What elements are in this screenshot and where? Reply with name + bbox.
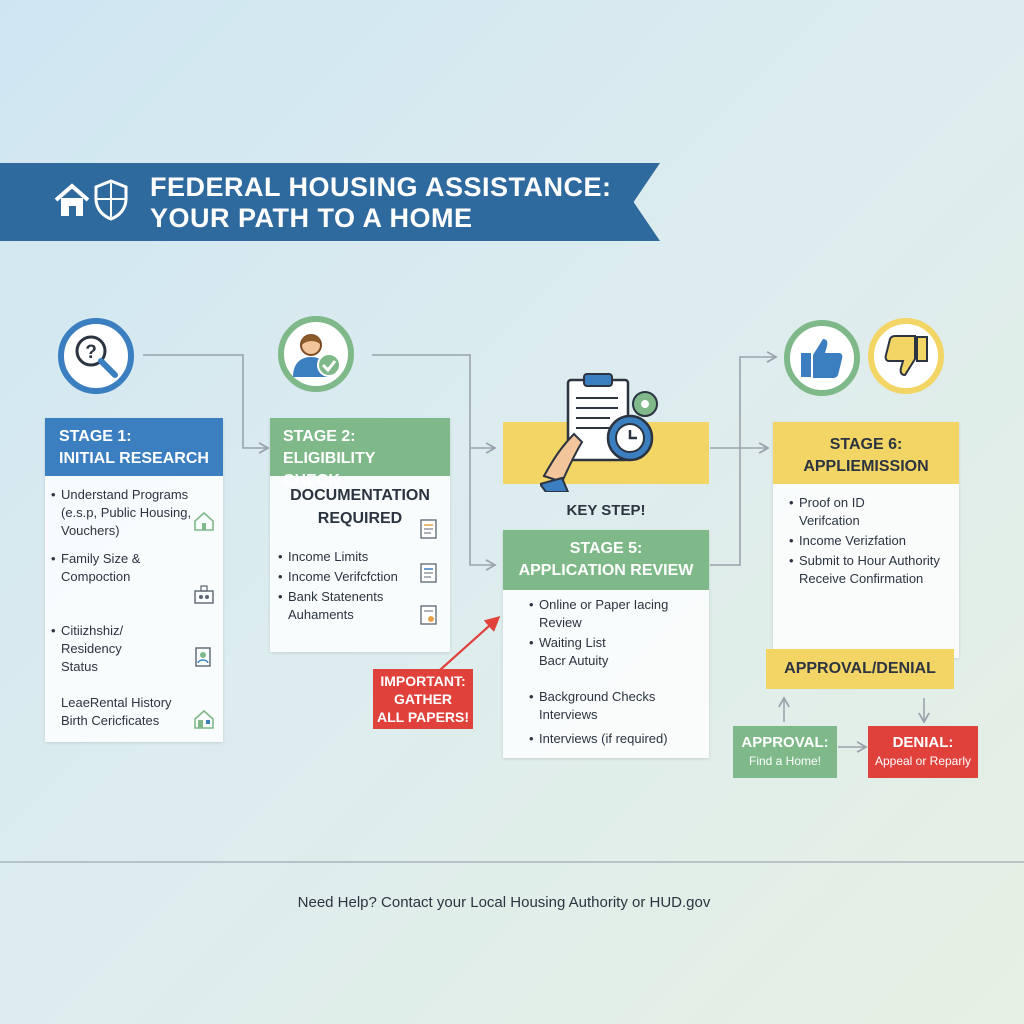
documentation-heading: DOCUMENTATION REQUIRED	[290, 487, 430, 527]
connector-5-6	[710, 351, 778, 566]
stage-2-label: STAGE 2: ELIGIBILITY	[283, 428, 376, 467]
stage-2-header: STAGE 2: ELIGIBILITY CHECK	[270, 418, 450, 489]
important-callout: IMPORTANT: GATHER ALL PAPERS!	[373, 669, 473, 729]
stage-5-label: STAGE 5:	[569, 540, 643, 557]
connector-2-keystep	[372, 354, 497, 454]
stage-2-item: •Income Verifcfction	[278, 569, 398, 584]
denial-box: DENIAL: Appeal or Reparly	[868, 726, 978, 778]
thumbs-down-circle	[868, 318, 944, 394]
magnifier-question-icon: ?	[75, 335, 118, 378]
thumbs-up-circle	[784, 320, 860, 396]
person-check-icon	[293, 334, 341, 377]
stage-1-item: • Understand Programs (e.s.p, Public Hou…	[51, 487, 192, 538]
stage-2-name: CHECK	[283, 472, 340, 489]
document-mini-icon	[420, 563, 437, 583]
footer-help-text: Need Help? Contact your Local Housing Au…	[297, 894, 711, 911]
stage-5-name: APPLICATION REVIEW	[518, 562, 694, 579]
stage-5-card: STAGE 5: APPLICATION REVIEW •Online or P…	[503, 530, 709, 758]
family-mini-icon	[194, 585, 214, 604]
rental-house-mini-icon	[194, 709, 214, 729]
thumbs-up-icon	[801, 339, 843, 378]
key-step-label: KEY STEP!	[566, 502, 646, 519]
clipboard-clock-gear-icon	[540, 373, 658, 492]
page-title: FEDERAL HOUSING ASSISTANCE: YOUR PATH TO…	[150, 172, 630, 234]
approval-denial-banner: APPROVAL/DENIAL	[766, 649, 954, 689]
stage-1-item: • Citiizhshiz/ Residency Status	[51, 623, 124, 674]
research-circle: ?	[58, 318, 134, 394]
connector-1-2	[143, 354, 270, 454]
certificate-mini-icon	[420, 605, 437, 625]
stage-1-label: STAGE 1:	[59, 428, 132, 445]
stage-2-card: STAGE 2: ELIGIBILITY CHECK DOCUMENTATION…	[270, 418, 450, 652]
stage-1-name: INITIAL RESEARCH	[59, 450, 209, 467]
thumbs-down-icon	[884, 335, 928, 377]
important-arrow	[439, 615, 501, 671]
stage-1-header: STAGE 1: INITIAL RESEARCH	[45, 418, 223, 476]
house-mini-icon	[194, 511, 214, 531]
house-icon	[54, 183, 90, 216]
stage-6-item: •Income Verizfation	[789, 533, 906, 548]
stage-2-item: •Income Limits	[278, 549, 369, 564]
stage-1-item: • Family Size & Compoction	[51, 551, 141, 584]
svg-text:?: ?	[85, 342, 97, 363]
stage-5-item: •Interviews (if required)	[529, 731, 668, 746]
id-mini-icon	[195, 647, 211, 667]
shield-icon	[94, 179, 128, 221]
connector-2-5	[469, 448, 497, 571]
title-line-2: YOUR PATH TO A HOME	[150, 203, 473, 233]
stage-5-header: STAGE 5: APPLICATION REVIEW	[503, 530, 709, 590]
stage-1-card: STAGE 1: INITIAL RESEARCH • Understand P…	[45, 418, 223, 742]
stage-6-header: STAGE 6: APPLIEMISSION	[773, 422, 959, 484]
eligibility-circle	[278, 316, 354, 392]
stage-6-label: STAGE 6:	[829, 436, 903, 453]
document-mini-icon	[420, 519, 437, 539]
stage-1-item: LeaeRental History Birth Cericficates	[61, 695, 172, 728]
approval-box: APPROVAL: Find a Home!	[733, 726, 837, 778]
title-line-1: FEDERAL HOUSING ASSISTANCE:	[150, 172, 612, 202]
stage-6-name: APPLIEMISSION	[803, 458, 929, 475]
